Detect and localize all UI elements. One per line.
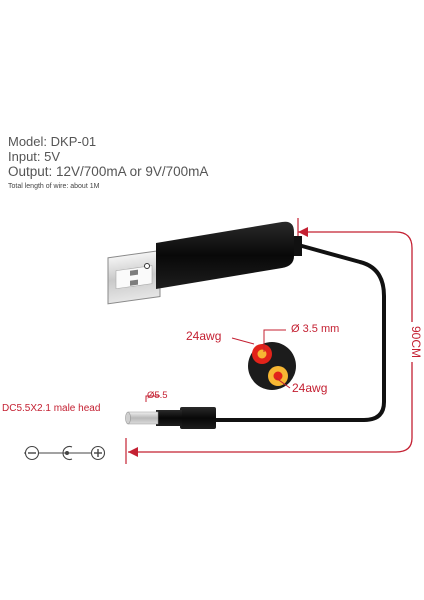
model-label: Model: DKP-01	[8, 134, 97, 149]
cable-cross-section	[248, 342, 296, 390]
center-pin-icon	[62, 445, 73, 461]
gauge-top-label: 24awg	[186, 329, 221, 343]
polarity-symbol	[24, 445, 106, 461]
plug-name-label: DC5.5X2.1 male head	[2, 403, 100, 414]
cable	[212, 244, 386, 422]
socket-diameter-label: Ø 3.5 mm	[291, 323, 339, 335]
arrow-head-bottom	[128, 447, 138, 457]
plug-diameter-label: Ø5.5	[147, 390, 168, 401]
wire-length-label: Total length of wire: about 1M	[8, 183, 100, 190]
length-dimension: 90CM	[125, 218, 423, 464]
gauge-bottom-label: 24awg	[292, 381, 327, 395]
input-label: Input: 5V	[8, 149, 61, 164]
strain-relief	[294, 236, 302, 256]
output-label: Output: 12V/700mA or 9V/700mA	[8, 164, 209, 179]
arrow-head-top	[298, 227, 308, 237]
length-label: 90CM	[409, 326, 423, 358]
usb-connector	[107, 249, 161, 305]
converter-body	[156, 221, 294, 289]
dc-plug	[125, 407, 216, 429]
